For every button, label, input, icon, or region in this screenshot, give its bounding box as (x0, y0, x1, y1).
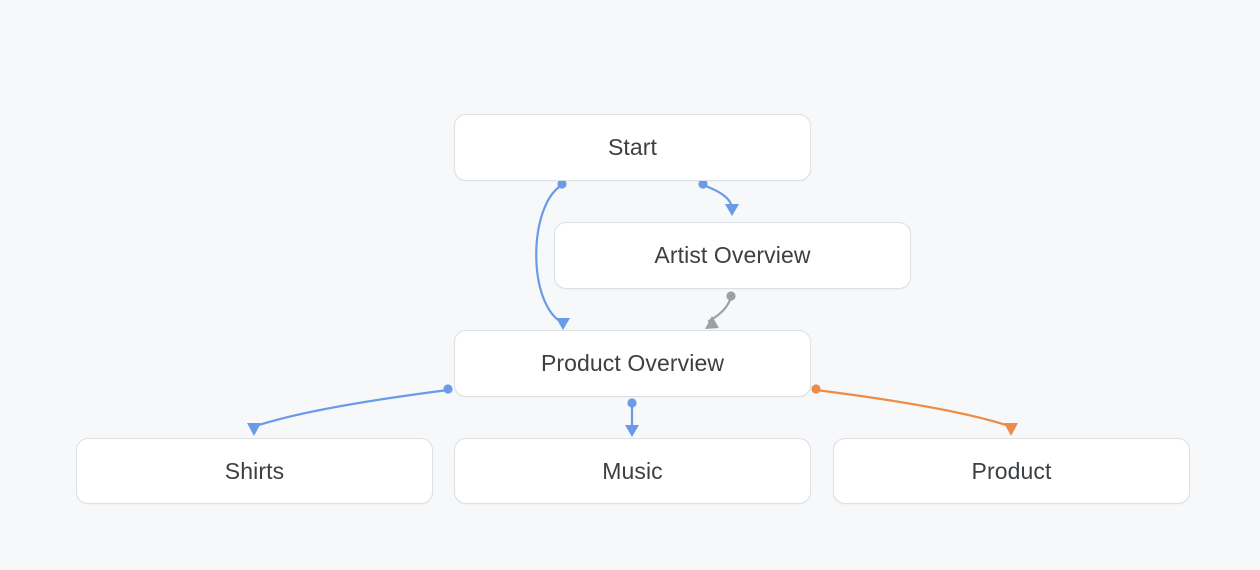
edge-arrowhead (247, 423, 261, 436)
node-label: Product Overview (540, 350, 725, 376)
node-label: Product (971, 457, 1052, 484)
node-artist-overview[interactable]: Artist Overview (554, 222, 911, 289)
node-product-overview[interactable]: Product Overview (454, 330, 811, 397)
node-shirts[interactable]: Shirts (76, 438, 433, 504)
edge-arrowhead (705, 316, 719, 329)
edge-source-dot (811, 384, 821, 394)
node-label: Artist Overview (654, 242, 811, 268)
node-label: Start (607, 134, 658, 160)
node-label: Shirts (224, 457, 285, 484)
edge-product-overview-to-shirts (247, 384, 453, 436)
edge-arrowhead (625, 425, 639, 437)
node-start[interactable]: Start (454, 114, 811, 181)
edge-product-overview-to-music (625, 398, 639, 437)
edge-arrowhead (725, 204, 739, 216)
edge-source-dot (726, 291, 736, 301)
edge-product-overview-to-product (811, 384, 1018, 436)
edge-artist-overview-to-product-overview (705, 291, 736, 329)
edge-source-dot (443, 384, 453, 394)
node-label: Music (602, 457, 663, 484)
edge-start-to-artist-overview (698, 179, 739, 216)
node-product[interactable]: Product (833, 438, 1190, 504)
edge-arrowhead (556, 318, 570, 330)
edge-source-dot (627, 398, 637, 408)
edge-arrowhead (1004, 423, 1018, 436)
node-music[interactable]: Music (454, 438, 811, 504)
